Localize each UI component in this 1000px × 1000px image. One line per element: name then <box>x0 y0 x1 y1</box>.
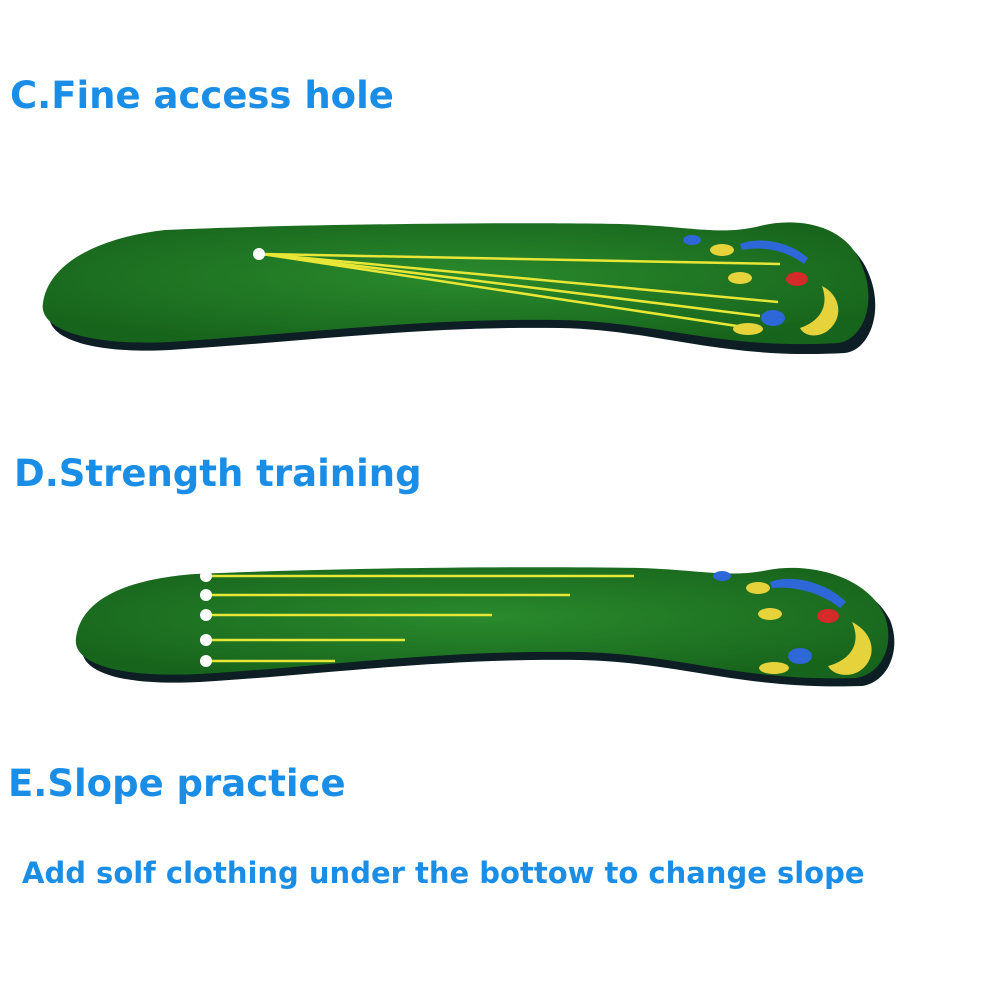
aim-lines <box>261 252 781 330</box>
putting-mat-strength <box>75 567 895 687</box>
golf-ball-icon <box>200 609 212 621</box>
slope-note: Add solf clothing under the bottow to ch… <box>22 856 865 890</box>
target-hole-yellow-icon <box>710 244 734 256</box>
target-arc-yellow-icon <box>800 286 839 336</box>
target-arc-blue-icon <box>740 240 808 264</box>
target-hole-blue-icon <box>713 571 731 581</box>
target-hole-yellow-icon <box>746 582 770 594</box>
aim-line <box>261 252 751 330</box>
target-hole-red-icon <box>786 272 808 286</box>
golf-ball-icon <box>200 655 212 667</box>
target-hole-red-icon <box>817 609 839 623</box>
target-hole-yellow-icon <box>758 608 782 620</box>
target-arc-yellow-icon <box>828 622 872 675</box>
target-hole-yellow-icon <box>728 272 752 284</box>
target-hole-blue-icon <box>683 235 701 245</box>
golf-ball-icon <box>200 570 212 582</box>
aim-line <box>261 252 761 318</box>
target-hole-blue-icon <box>761 310 785 326</box>
target-hole-yellow-icon <box>733 323 763 335</box>
golf-ball-icon <box>253 248 265 260</box>
heading-slope-practice: E.Slope practice <box>8 762 346 805</box>
heading-strength-training: D.Strength training <box>14 452 422 495</box>
target-hole-yellow-icon <box>759 662 789 674</box>
heading-fine-access-hole: C.Fine access hole <box>10 74 394 117</box>
golf-ball-icon <box>200 634 212 646</box>
aim-line <box>261 252 779 304</box>
golf-ball-icon <box>200 589 212 601</box>
putting-mat-fine-access <box>42 222 876 355</box>
target-arc-blue-icon <box>770 578 846 608</box>
distance-lines <box>208 574 634 663</box>
target-hole-blue-icon <box>788 648 812 664</box>
aim-line <box>261 252 781 266</box>
